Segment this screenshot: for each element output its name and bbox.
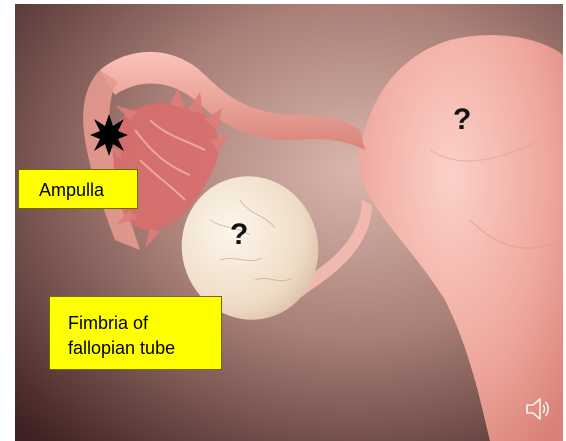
- ampulla-label-text: Ampulla: [39, 180, 104, 200]
- speaker-icon[interactable]: [524, 394, 552, 424]
- star-burst-icon: [90, 114, 128, 156]
- ampulla-label: Ampulla: [18, 169, 138, 209]
- question-mark-ovary: ?: [230, 218, 248, 252]
- fimbria-label: Fimbria of fallopian tube: [49, 296, 222, 370]
- question-mark-uterus: ?: [453, 103, 471, 137]
- fimbria-label-line1: Fimbria of: [68, 311, 221, 336]
- fimbria-label-line2: fallopian tube: [68, 336, 221, 361]
